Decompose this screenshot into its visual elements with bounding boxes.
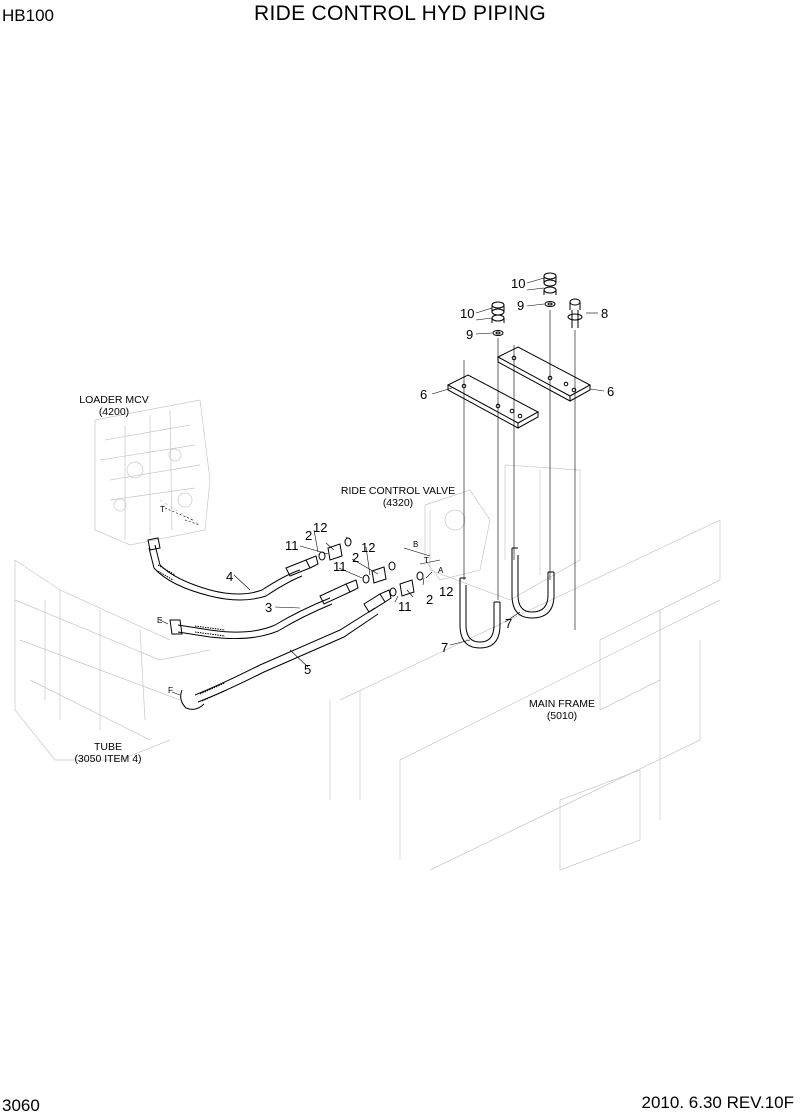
callout-2: 2 [352,550,359,565]
port-letters: T B T A E F [157,505,444,695]
u-bolt-right [511,547,555,619]
port-letter-t-valve: T [424,556,429,565]
plate-left [446,374,540,429]
callout-12: 12 [439,584,453,599]
callout-8: 8 [601,306,608,321]
callout-6: 6 [607,384,614,399]
callout-3: 3 [265,600,272,615]
callout-12: 12 [313,520,327,535]
bolt-8 [567,298,583,328]
callout-7: 7 [441,640,448,655]
callout-11: 11 [333,559,347,574]
callout-4: 4 [226,569,233,584]
callout-numbers: 10 9 8 10 9 6 6 12 2 11 12 2 11 12 2 11 … [226,276,614,677]
callout-11: 11 [285,538,299,553]
callout-6: 6 [420,387,427,402]
hose-5 [180,589,392,710]
port-letter-f: F [168,686,173,695]
main-frame-label: MAIN FRAME [529,698,595,710]
callout-9: 9 [466,327,473,342]
main-frame-ghost [329,464,721,871]
fittings [318,537,424,597]
hose-4 [147,537,319,601]
plate-right [496,346,592,402]
ride-control-valve-ghost [424,489,491,581]
port-letter-a: A [438,566,444,575]
callout-10: 10 [511,276,525,291]
tube-frame-ghost [14,559,211,761]
nut-washer-stack-1 [543,272,557,307]
callout-9: 9 [517,298,524,313]
tube-ref: (3050 ITEM 4) [74,753,141,765]
callout-10: 10 [460,306,474,321]
callout-2: 2 [426,592,433,607]
port-letter-e: E [157,616,162,625]
revision-date: 2010. 6.30 REV.10F [641,1093,795,1112]
page-number: 3060 [2,1096,40,1115]
alignment-lines [463,310,576,630]
loader-mcv-ref: (4200) [99,406,129,418]
main-frame-ref: (5010) [547,710,577,722]
tube-label: TUBE [94,741,122,753]
callout-2: 2 [305,528,312,543]
model-code: HB100 [2,6,54,25]
leader-lines [159,277,605,696]
callout-7: 7 [505,616,512,631]
callout-5: 5 [304,662,311,677]
component-labels: LOADER MCV (4200) RIDE CONTROL VALVE (43… [74,394,595,765]
ride-control-valve-ref: (4320) [383,497,413,509]
page-title: RIDE CONTROL HYD PIPING [254,2,546,25]
callout-11: 11 [398,599,412,614]
callout-12: 12 [361,540,375,555]
loader-mcv-ghost [94,399,211,546]
hose-3 [169,579,359,640]
u-bolt-left [459,577,501,649]
nut-washer-stack-2 [491,301,505,336]
ride-control-valve-label: RIDE CONTROL VALVE [341,485,455,497]
port-letter-t-mcv: T [160,505,165,514]
port-letter-b: B [413,540,418,549]
loader-mcv-label: LOADER MCV [79,394,148,406]
